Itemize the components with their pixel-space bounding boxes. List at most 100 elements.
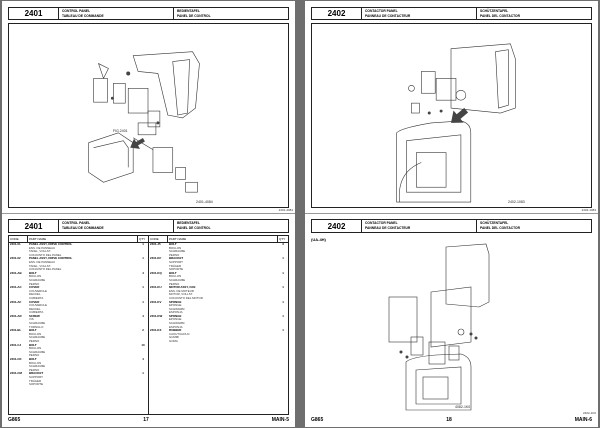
- part-qty: 1: [142, 285, 144, 290]
- title-en: CONTACTOR PANEL: [365, 221, 398, 225]
- title-en: CONTACTOR PANEL: [365, 9, 398, 13]
- part-name-translation: VIS: [29, 317, 34, 322]
- part-name-translation: SCHRAUBE: [169, 249, 186, 254]
- part-code: 2401-KU: [150, 285, 162, 290]
- part-qty: 1: [142, 299, 144, 304]
- part-name: COVER: [29, 285, 40, 290]
- col-qty: QTY: [279, 237, 286, 241]
- part-name-translation: TAFEL, VOLLST.: [29, 249, 51, 254]
- part-name: BRACKET: [29, 371, 44, 376]
- table-header: CODE PART NAME QTY: [149, 236, 288, 243]
- part-name: BOLT: [169, 270, 177, 275]
- part-name-translation: TORNILLO: [29, 324, 44, 329]
- page-footer: G865 17 MAIN-5: [8, 416, 289, 424]
- part-name: BOLT: [29, 270, 37, 275]
- part-name-translation: DECKEL: [29, 306, 41, 311]
- part-code: 2401-01: [10, 242, 21, 246]
- page-number: 17: [143, 417, 149, 423]
- part-name-translation: DECKEL: [29, 292, 41, 297]
- part-code: 2401-AC: [10, 285, 22, 290]
- part-qty: 1: [282, 285, 284, 290]
- left-top-sheet: 2401 CONTROL PANEL TABLEAU DE COMMANDE B…: [2, 1, 295, 214]
- title-fr: TABLEAU DE COMMANDE: [62, 226, 104, 230]
- right-bottom-sheet: 2402 CONTACTOR PANEL PANNEAU DE CONTACTE…: [305, 214, 598, 427]
- part-name-translation: EPONGE: [169, 303, 182, 308]
- part-code: 2401-AF: [10, 299, 22, 304]
- col-qty: QTY: [139, 237, 146, 241]
- part-name: BOLT: [29, 328, 37, 333]
- part-code: 2401-CJ: [10, 342, 22, 347]
- part-name-translation: GUMMI: [169, 335, 179, 340]
- model-name: G865: [311, 417, 324, 423]
- title-es: PANEL DE CONTROL: [177, 226, 211, 230]
- part-name-translation: GOMA: [169, 339, 178, 344]
- part-qty: 10: [141, 342, 145, 347]
- table-header: CODE PART NAME QTY: [9, 236, 148, 243]
- right-page: 2402 CONTACTOR PANEL PANNEAU DE CONTACTE…: [305, 1, 598, 427]
- part-name-translation: SCHRAUBE: [29, 277, 46, 282]
- title-fr: PANNEAU DE CONTACTEUR: [365, 14, 411, 18]
- part-name-translation: ENS. DE PANNEAU: [29, 245, 56, 250]
- title-es: PANEL DEL CONTACTOR: [480, 14, 520, 18]
- section-header: 2401 CONTROL PANEL TABLEAU DE COMMANDE B…: [8, 219, 289, 233]
- page-number: 18: [446, 417, 452, 423]
- part-name-translation: SUPPORT: [169, 259, 183, 264]
- part-name-translation: SUPPORT: [29, 374, 43, 379]
- part-name-translation: ESPONJA: [169, 324, 183, 329]
- part-name-translation: SOPORTE: [169, 267, 184, 272]
- part-code: 2401-KF: [150, 256, 162, 261]
- part-code: 2401-02: [10, 256, 21, 261]
- part-qty: 1: [142, 256, 144, 261]
- section-code: 2401: [9, 8, 59, 19]
- part-name: BOLT: [29, 342, 37, 347]
- section-code: 2401: [9, 220, 59, 232]
- part-code: 2401-KQ: [150, 270, 162, 275]
- part-name-translation: SCHRAUBE: [169, 277, 186, 282]
- part-name-translation: BOULON: [29, 346, 42, 351]
- part-name-translation: MOTOR, VOLLST.: [169, 292, 193, 297]
- part-name-translation: PERNO: [29, 353, 40, 358]
- part-name-translation: PERNO: [29, 281, 40, 286]
- exploded-diagram-frame: 4082-1K0: [311, 242, 592, 412]
- part-name-translation: CAOUTCHOUC: [169, 331, 190, 336]
- part-name-translation: SCHWAMM: [169, 306, 185, 311]
- part-code: 2401-CM: [10, 371, 22, 376]
- part-qty: 1: [282, 299, 284, 304]
- part-name-translation: CUBIERTA: [29, 295, 44, 300]
- part-name-translation: ENS. DE PANNEAU: [29, 259, 56, 264]
- part-qty: 4: [142, 357, 144, 361]
- part-name-translation: BOULON: [169, 274, 182, 279]
- part-code: 2401-KV: [150, 299, 162, 304]
- control-panel-exploded-diagram: [88, 51, 200, 193]
- part-name-translation: CONJUNTO DEL PANEL: [29, 267, 62, 272]
- part-name-translation: SCHRAUBE: [29, 321, 46, 326]
- title-fr: PANNEAU DE CONTACTEUR: [365, 226, 411, 230]
- part-qty: 1: [282, 270, 284, 275]
- part-name-translation: SCHRAUBE: [29, 335, 46, 340]
- part-code: 2401-AB: [10, 270, 22, 275]
- part-qty: 3: [282, 242, 284, 246]
- title-de: BEDIENTAFEL: [177, 9, 200, 13]
- drawing-number: 4082-1K0: [455, 405, 471, 409]
- left-page: 2401 CONTROL PANEL TABLEAU DE COMMANDE B…: [2, 1, 295, 427]
- part-name-translation: COUVERCLE: [29, 288, 47, 293]
- page-note: 2401-4084: [278, 208, 293, 212]
- title-de: SCHÜTZENTAFEL: [480, 221, 509, 225]
